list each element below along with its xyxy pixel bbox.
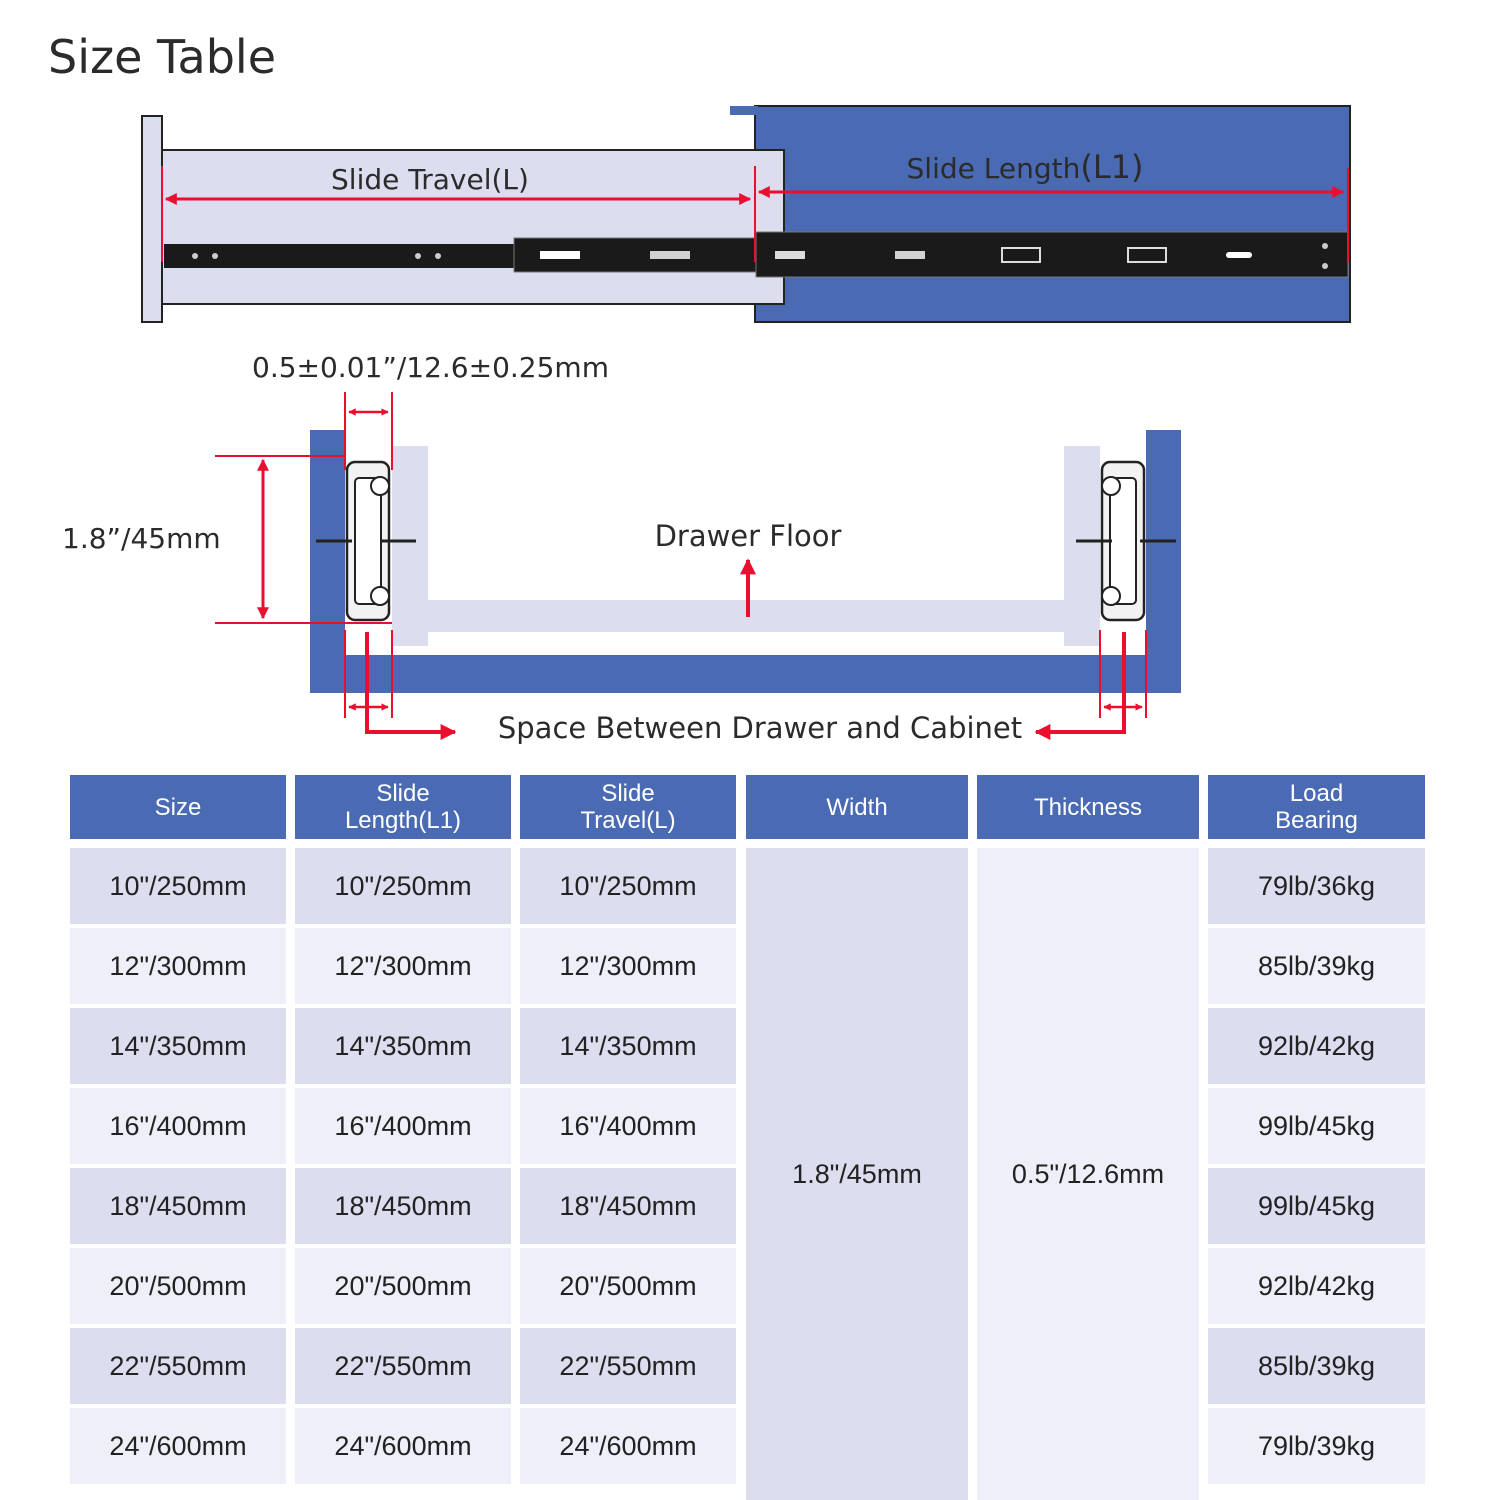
- cell-load-bearing: 85lb/39kg: [1208, 1328, 1425, 1404]
- cell-slide-length: 18"/450mm: [295, 1168, 511, 1244]
- cell-size: 22"/550mm: [70, 1328, 286, 1404]
- cell-load-bearing: 92lb/42kg: [1208, 1248, 1425, 1324]
- cell-slide-travel: 10"/250mm: [520, 848, 736, 924]
- header-size: Size: [70, 775, 286, 839]
- cell-slide-length: 16"/400mm: [295, 1088, 511, 1164]
- drawer-floor-label: Drawer Floor: [655, 519, 842, 553]
- cell-slide-travel: 20"/500mm: [520, 1248, 736, 1324]
- header-thickness: Thickness: [977, 775, 1199, 839]
- cell-load-bearing: 85lb/39kg: [1208, 928, 1425, 1004]
- space-label: Space Between Drawer and Cabinet: [498, 711, 1022, 745]
- slide-rail: [164, 231, 1349, 278]
- side-view: Slide Travel(L) Slide Length(L1): [141, 105, 1351, 323]
- cell-size: 12"/300mm: [70, 928, 286, 1004]
- cell-slide-length: 20"/500mm: [295, 1248, 511, 1324]
- cell-size: 18"/450mm: [70, 1168, 286, 1244]
- cell-size: 10"/250mm: [70, 848, 286, 924]
- height-dimension-label: 1.8”/45mm: [62, 522, 221, 555]
- cell-slide-travel: 14"/350mm: [520, 1008, 736, 1084]
- cell-load-bearing: 99lb/45kg: [1208, 1088, 1425, 1164]
- page-title: Size Table: [48, 30, 277, 84]
- cabinet-right-wall: [1146, 430, 1181, 693]
- cell-slide-travel: 24"/600mm: [520, 1408, 736, 1484]
- size-table: Size Slide Length(L1) Slide Travel(L) Wi…: [70, 775, 1425, 1500]
- cell-size: 20"/500mm: [70, 1248, 286, 1324]
- thickness-dimension-label: 0.5±0.01”/12.6±0.25mm: [252, 351, 609, 384]
- cell-size: 24"/600mm: [70, 1408, 286, 1484]
- header-width: Width: [746, 775, 968, 839]
- cell-slide-length: 24"/600mm: [295, 1408, 511, 1484]
- cell-slide-length: 12"/300mm: [295, 928, 511, 1004]
- cell-load-bearing: 79lb/39kg: [1208, 1408, 1425, 1484]
- cell-size: 14"/350mm: [70, 1008, 286, 1084]
- slide-length-label: Slide Length(L1): [907, 148, 1144, 186]
- cell-load-bearing: 92lb/42kg: [1208, 1008, 1425, 1084]
- slide-diagram: Slide Travel(L) Slide Length(L1): [62, 105, 1351, 745]
- cell-slide-travel: 22"/550mm: [520, 1328, 736, 1404]
- cross-section-view: 0.5±0.01”/12.6±0.25mm 1.8”/45mm Drawer F…: [62, 351, 1181, 745]
- cell-slide-length: 14"/350mm: [295, 1008, 511, 1084]
- header-slide-length: Slide Length(L1): [295, 775, 511, 839]
- header-load-bearing: Load Bearing: [1208, 775, 1425, 839]
- cell-size: 16"/400mm: [70, 1088, 286, 1164]
- width-value-cell: 1.8"/45mm: [746, 848, 968, 1500]
- cell-load-bearing: 79lb/36kg: [1208, 848, 1425, 924]
- drawer-block: [161, 149, 785, 305]
- right-space-arrow: [1034, 632, 1126, 740]
- header-slide-travel: Slide Travel(L): [520, 775, 736, 839]
- cell-load-bearing: 99lb/45kg: [1208, 1168, 1425, 1244]
- cell-slide-travel: 12"/300mm: [520, 928, 736, 1004]
- left-space-arrow: [365, 632, 457, 740]
- thickness-value-cell: 0.5"/12.6mm: [977, 848, 1199, 1500]
- cell-slide-travel: 18"/450mm: [520, 1168, 736, 1244]
- cell-slide-length: 22"/550mm: [295, 1328, 511, 1404]
- cabinet-bottom: [310, 655, 1181, 693]
- cell-slide-travel: 16"/400mm: [520, 1088, 736, 1164]
- slide-travel-label: Slide Travel(L): [331, 163, 529, 196]
- right-slide-profile: [1076, 460, 1176, 622]
- cabinet-block: [754, 105, 1351, 323]
- drawer-front: [141, 115, 163, 323]
- left-slide-profile: [316, 460, 416, 622]
- cell-slide-length: 10"/250mm: [295, 848, 511, 924]
- cabinet-left-wall: [310, 430, 345, 693]
